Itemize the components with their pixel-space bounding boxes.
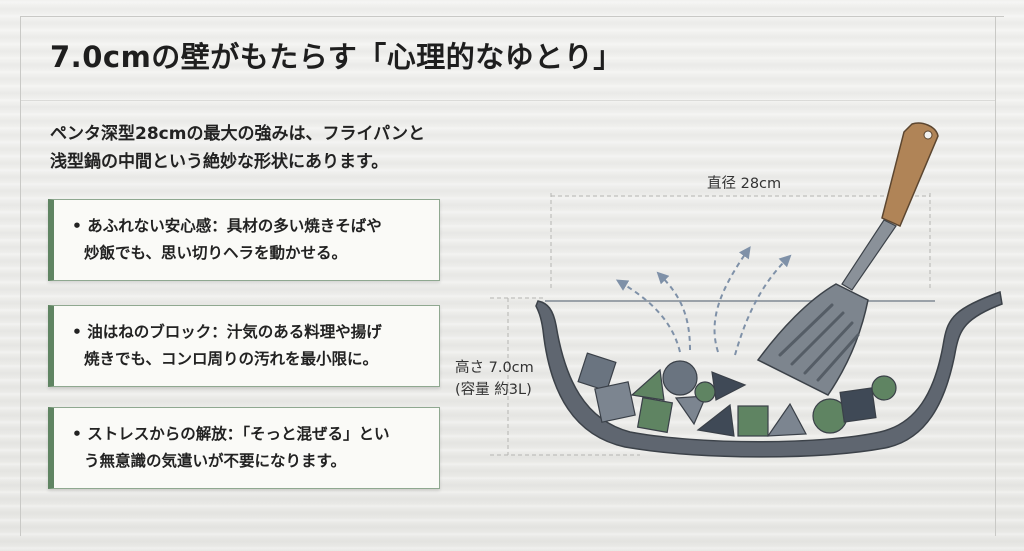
intro-text: ペンタ深型28cmの最大の強みは、フライパンと 浅型鍋の中間という絶妙な形状にあ… bbox=[50, 120, 490, 176]
ingredient-triangle-2 bbox=[674, 395, 707, 426]
ingredient-square-5 bbox=[839, 387, 877, 423]
diameter-dimension bbox=[550, 193, 931, 290]
capacity-label: (容量 約3L) bbox=[455, 382, 532, 398]
arrow-mid-right bbox=[713, 246, 751, 353]
page-title: 7.0cmの壁がもたらす「心理的なゆとり」 bbox=[50, 40, 623, 74]
intro-line-2: 浅型鍋の中間という絶妙な形状にあります。 bbox=[50, 152, 389, 172]
frame-line-left bbox=[20, 16, 21, 536]
point-2-line-1: • 油はねのブロック：汁気のある料理や揚げ bbox=[72, 323, 382, 341]
arrow-right bbox=[734, 254, 792, 356]
point-card-overflow: • あふれない安心感：具材の多い焼きそばや 炒飯でも、思い切りヘラを動かせる。 bbox=[48, 199, 440, 281]
point-3-line-1: • ストレスからの解放：「そっと混ぜる」とい bbox=[72, 425, 390, 443]
ingredient-circle-1 bbox=[662, 360, 698, 396]
frame-line-title-under bbox=[20, 100, 995, 101]
frame-line-top bbox=[20, 16, 1004, 17]
ingredient-triangle-4 bbox=[696, 403, 735, 437]
ingredient-triangle-1 bbox=[630, 368, 665, 401]
spatula-icon bbox=[756, 122, 939, 396]
ingredient-square-4 bbox=[737, 405, 769, 437]
arrow-left bbox=[615, 279, 681, 353]
ingredients bbox=[577, 352, 897, 437]
ingredient-triangle-3 bbox=[711, 371, 747, 401]
ingredient-square-1 bbox=[577, 352, 617, 392]
arrow-mid-left bbox=[656, 271, 691, 351]
ingredient-square-2 bbox=[594, 381, 636, 423]
motion-arrows bbox=[615, 246, 792, 356]
point-1-line-2: 炒飯でも、思い切りヘラを動かせる。 bbox=[84, 244, 348, 262]
point-card-stress: • ストレスからの解放：「そっと混ぜる」とい う無意識の気遣いが不要になります。 bbox=[48, 407, 440, 489]
diameter-label: 直径 28cm bbox=[707, 176, 782, 192]
point-2-line-2: 焼きでも、コンロ周りの汚れを最小限に。 bbox=[84, 350, 379, 368]
point-card-splatter: • 油はねのブロック：汁気のある料理や揚げ 焼きでも、コンロ周りの汚れを最小限に… bbox=[48, 305, 440, 387]
height-dimension bbox=[490, 297, 640, 456]
ingredient-square-3 bbox=[636, 396, 674, 434]
ingredient-circle-4 bbox=[871, 375, 897, 401]
ingredient-circle-2 bbox=[694, 381, 716, 403]
point-1-line-1: • あふれない安心感：具材の多い焼きそばや bbox=[72, 217, 382, 235]
height-label: 高さ 7.0cm bbox=[455, 360, 534, 376]
ingredient-triangle-5 bbox=[766, 402, 807, 437]
intro-line-1: ペンタ深型28cmの最大の強みは、フライパンと bbox=[50, 124, 425, 144]
frame-line-right bbox=[995, 16, 996, 536]
point-3-line-2: う無意識の気遣いが不要になります。 bbox=[84, 452, 346, 470]
pan-body bbox=[535, 290, 1003, 458]
